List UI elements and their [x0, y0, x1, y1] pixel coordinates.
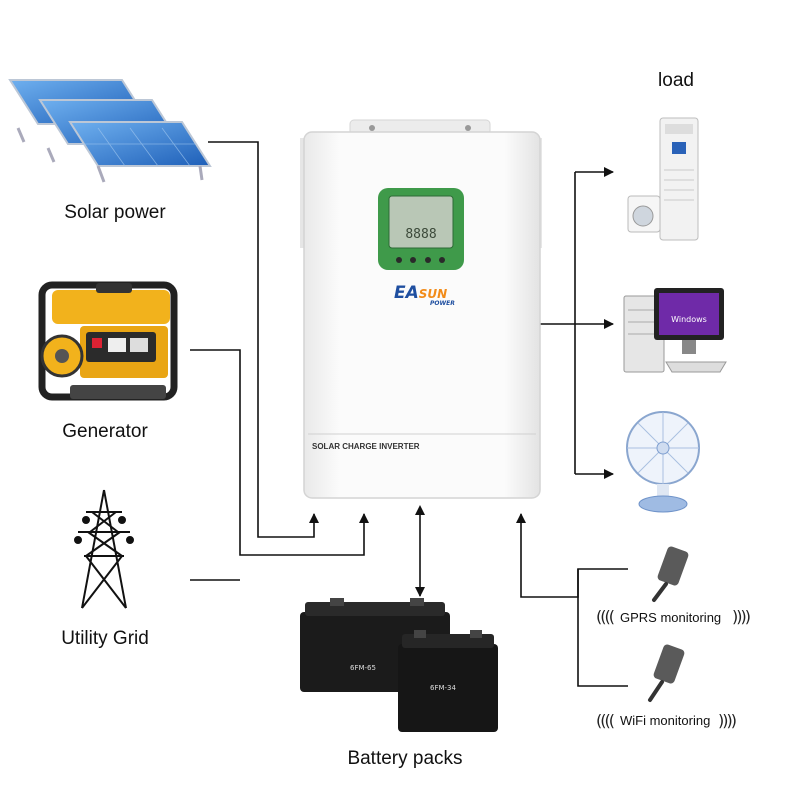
- monitor-screen-text: Windows: [671, 315, 707, 324]
- wifi-label: WiFi monitoring: [620, 713, 711, 728]
- brand-sub: POWER: [430, 300, 455, 307]
- wifi-dongle-icon: [648, 644, 685, 702]
- inverter-unit: 8888 EASUN POWER SOLAR CHARGE INVERTER: [300, 119, 542, 499]
- fan-icon: [626, 411, 700, 513]
- power-tower-icon: [74, 489, 134, 609]
- solar-line: [208, 141, 319, 538]
- generator-icon: [38, 281, 178, 401]
- battery-icon: 6FM-65 6FM-34: [300, 598, 498, 732]
- gprs-dongle-icon: [652, 546, 689, 602]
- solar-label: Solar power: [64, 202, 166, 223]
- computer-icon: Windows: [623, 288, 727, 373]
- battery-model-2: 6FM-34: [430, 684, 456, 692]
- washing-machine-icon: [627, 195, 661, 233]
- wifi-signal-left-icon: ((((: [596, 711, 615, 730]
- load-label: load: [658, 70, 694, 91]
- wifi-signal-right-icon: )))): [718, 711, 737, 730]
- gprs-signal-right-icon: )))): [732, 607, 751, 626]
- connector-lines: [190, 141, 628, 687]
- monitor-branch-line: [577, 568, 628, 687]
- gprs-signal-left-icon: ((((: [596, 607, 615, 626]
- generator-label: Generator: [62, 421, 148, 442]
- grid-label: Utility Grid: [61, 628, 149, 649]
- brand-logo: EASUN: [394, 283, 447, 303]
- inverter-panel-text: SOLAR CHARGE INVERTER: [312, 442, 420, 451]
- generator-line: [190, 349, 369, 556]
- battery-model-1: 6FM-65: [350, 664, 376, 672]
- lcd-readout: 8888: [405, 227, 436, 242]
- solar-panel-icon: [8, 79, 212, 183]
- monitor-line: [516, 513, 579, 598]
- air-conditioner-icon: [659, 117, 699, 241]
- gprs-label: GPRS monitoring: [620, 610, 722, 625]
- battery-label: Battery packs: [347, 748, 463, 769]
